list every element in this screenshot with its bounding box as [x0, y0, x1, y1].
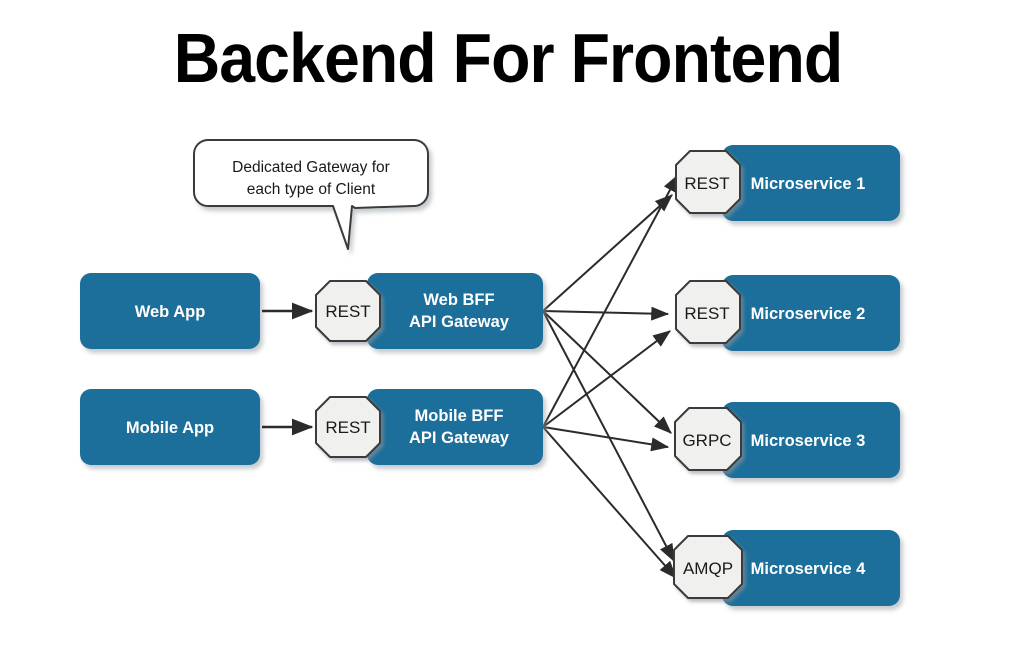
- microservice-1-box[interactable]: [722, 145, 900, 221]
- callout-line-2: each type of Client: [247, 181, 376, 198]
- arrow-mobile-bff-to-microservice-1: [542, 173, 679, 428]
- arrow-mobile-bff-to-microservice-4: [542, 426, 677, 579]
- microservice-2-box[interactable]: [722, 275, 900, 351]
- microservice-4[interactable]: Microservice 4 AMQP: [673, 530, 900, 606]
- microservice-2-label: Microservice 2: [751, 305, 866, 323]
- microservice-4-box[interactable]: [722, 530, 900, 606]
- client-mobile-app[interactable]: Mobile App: [80, 389, 260, 465]
- microservice-4-label: Microservice 4: [751, 560, 866, 578]
- web-bff-box[interactable]: [367, 273, 543, 349]
- microservice-4-protocol-label: AMQP: [683, 559, 733, 578]
- mobile-app-label: Mobile App: [126, 419, 214, 437]
- gateway-mobile-bff[interactable]: Mobile BFF API Gateway: [367, 389, 543, 465]
- mobile-bff-box[interactable]: [367, 389, 543, 465]
- microservice-3-box[interactable]: [722, 402, 900, 478]
- microservice-2[interactable]: Microservice 2 REST: [675, 275, 900, 351]
- web-app-box[interactable]: [80, 273, 260, 349]
- web-bff-line-1: Web BFF: [423, 291, 494, 309]
- rest-badge-shape[interactable]: [315, 396, 381, 458]
- mobile-bff-line-2: API Gateway: [409, 429, 510, 447]
- badge-microservice-4-amqp[interactable]: AMQP: [673, 535, 743, 599]
- mobile-bff-line-1: Mobile BFF: [415, 407, 504, 425]
- callout-bubble-shape: [193, 139, 429, 250]
- microservice-3[interactable]: Microservice 3 GRPC: [674, 402, 900, 478]
- arrow-mobile-bff-to-microservice-2: [542, 330, 671, 428]
- arrow-mobile-bff-to-microservice-3: [542, 426, 670, 452]
- grpc-badge-shape[interactable]: [674, 407, 742, 471]
- mobile-app-box[interactable]: [80, 389, 260, 465]
- gateway-to-microservice-arrows: [542, 173, 679, 579]
- microservice-1[interactable]: Microservice 1 REST: [675, 145, 900, 221]
- badge-microservice-2-rest[interactable]: REST: [675, 280, 741, 344]
- microservice-3-protocol-label: GRPC: [682, 431, 731, 450]
- page-title: Backend For Frontend: [173, 19, 844, 97]
- microservice-3-label: Microservice 3: [751, 432, 866, 450]
- badge-microservice-3-grpc[interactable]: GRPC: [674, 407, 742, 471]
- amqp-badge-shape[interactable]: [673, 535, 743, 599]
- web-bff-protocol-label: REST: [325, 302, 370, 321]
- web-bff-line-2: API Gateway: [409, 313, 510, 331]
- microservice-2-protocol-label: REST: [684, 304, 729, 323]
- badge-microservice-1-rest[interactable]: REST: [675, 150, 741, 214]
- dedicated-gateway-callout: Dedicated Gateway for each type of Clien…: [193, 139, 429, 250]
- arrow-web-bff-to-microservice-2: [542, 306, 670, 321]
- mobile-bff-protocol-label: REST: [325, 418, 370, 437]
- client-to-gateway-arrows: [262, 302, 314, 436]
- rest-badge-shape[interactable]: [315, 280, 381, 342]
- arrow-web-bff-to-microservice-1: [542, 194, 673, 312]
- badge-web-bff-rest[interactable]: REST: [315, 280, 381, 342]
- badge-mobile-bff-rest[interactable]: REST: [315, 396, 381, 458]
- client-web-app[interactable]: Web App: [80, 273, 260, 349]
- microservice-1-protocol-label: REST: [684, 174, 729, 193]
- rest-badge-shape[interactable]: [675, 150, 741, 214]
- gateway-web-bff[interactable]: Web BFF API Gateway: [367, 273, 543, 349]
- arrow-web-bff-to-microservice-3: [542, 310, 672, 434]
- microservice-1-label: Microservice 1: [751, 175, 866, 193]
- arrow-web-bff-to-microservice-4: [542, 310, 675, 563]
- rest-badge-shape[interactable]: [675, 280, 741, 344]
- callout-line-1: Dedicated Gateway for: [232, 159, 390, 176]
- web-app-label: Web App: [135, 303, 206, 321]
